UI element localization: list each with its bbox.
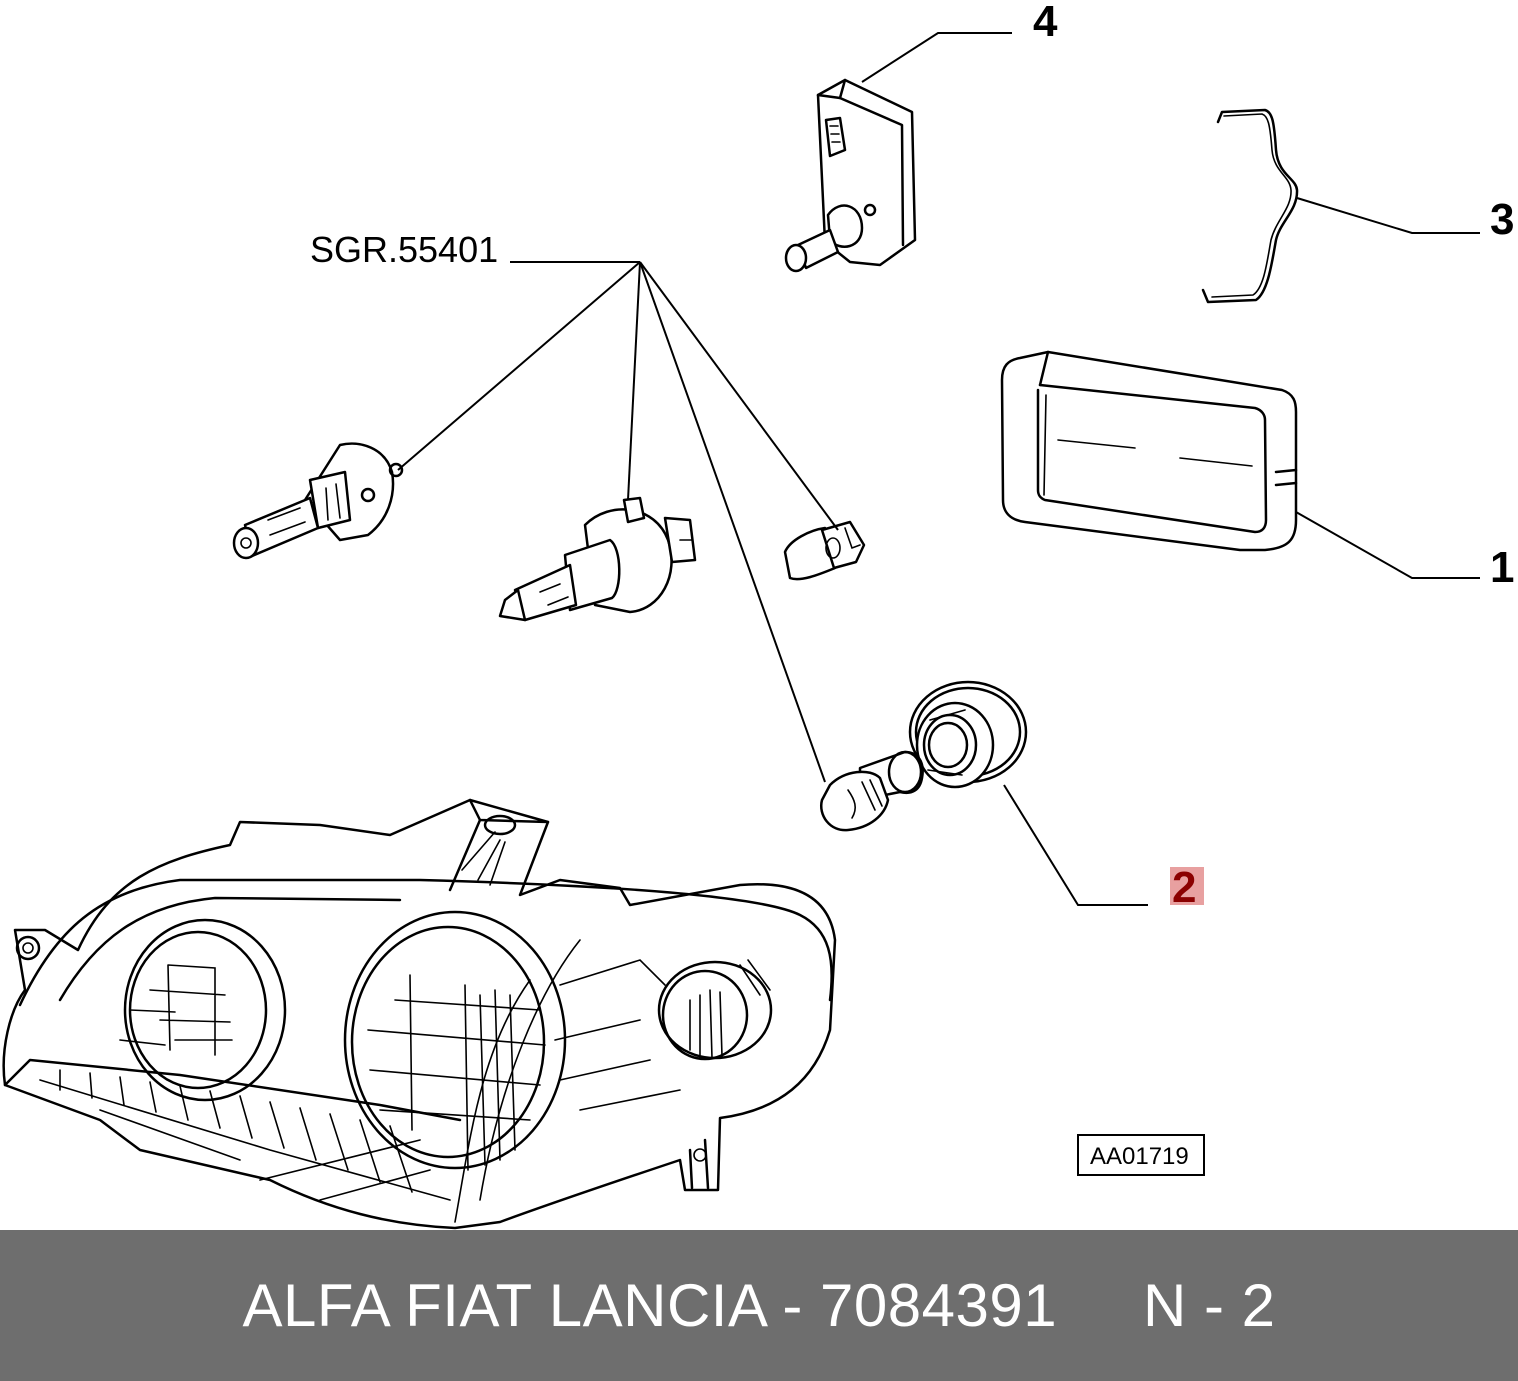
part-1-gasket-frame bbox=[1000, 350, 1480, 579]
part-4-side-marker-lamp bbox=[784, 32, 1012, 273]
sgr-leader-lines bbox=[397, 261, 839, 783]
part-3-retaining-clip bbox=[1201, 108, 1480, 304]
part-2-bulb-and-socket bbox=[819, 680, 1148, 906]
footer-bar: ALFA FIAT LANCIA - 7084391 N - 2 bbox=[0, 1230, 1518, 1381]
bulb-h7 bbox=[232, 442, 404, 560]
callout-labels: 4 3 1 2 SGR.55401 AA01719 bbox=[310, 0, 1514, 1176]
label-part-3: 3 bbox=[1490, 195, 1514, 244]
headlamp-assembly bbox=[2, 798, 837, 1230]
bulb-h4 bbox=[498, 496, 697, 622]
drawing-code-box bbox=[1077, 1134, 1205, 1176]
label-part-2: 2 bbox=[1172, 863, 1196, 912]
label-part-4: 4 bbox=[1033, 0, 1058, 46]
footer-part-title: ALFA FIAT LANCIA - 7084391 N - 2 bbox=[242, 1272, 1276, 1339]
label-drawing-code: AA01719 bbox=[1090, 1143, 1189, 1170]
label-part-1: 1 bbox=[1490, 543, 1514, 592]
highlight-part-2 bbox=[1170, 867, 1204, 905]
parts-diagram: 4 3 1 2 SGR.55401 AA01719 bbox=[2, 0, 1514, 1230]
label-group-ref: SGR.55401 bbox=[310, 229, 498, 270]
bulb-wedge bbox=[783, 520, 866, 581]
